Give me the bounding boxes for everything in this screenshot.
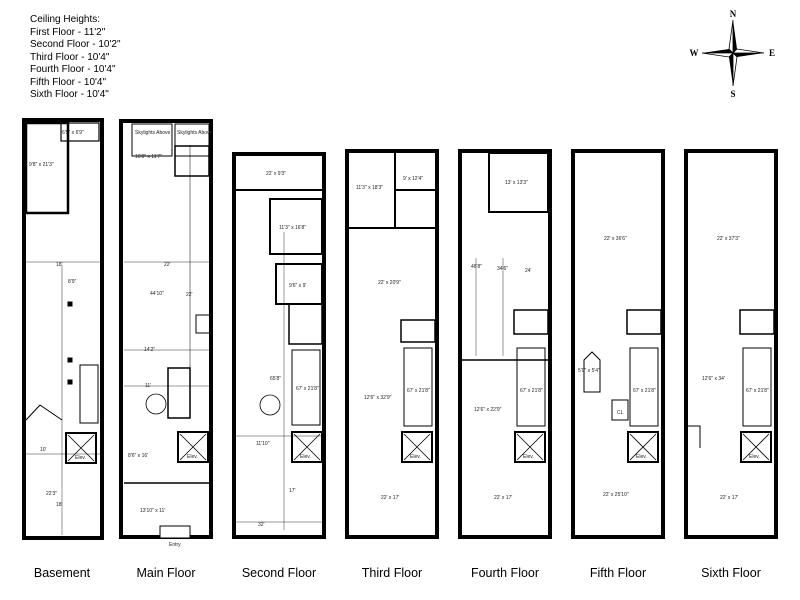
floor-plan-sixth: [684, 149, 778, 539]
floor-plan-basement: [22, 118, 104, 540]
floor-plan-main: [119, 119, 213, 539]
room-dimension: 22' x 25'10": [603, 492, 629, 498]
room-dimension: 44'10": [150, 291, 164, 297]
room-dimension: 8'9": [68, 279, 77, 285]
room-dimension: 22' x 36'6": [604, 236, 627, 242]
room-dimension: 65'8": [270, 376, 281, 382]
room-dimension: 8'6" x 16': [128, 453, 148, 459]
ceiling-height-line: First Floor - 11'2": [30, 26, 106, 38]
room-dimension: 18': [56, 262, 63, 268]
stair-dimension: 67' x 21'8": [520, 388, 543, 394]
room-dimension: 5'9" x 5'4": [578, 368, 600, 374]
skylight-label: Skylights Above: [177, 130, 213, 136]
ceiling-height-line: Second Floor - 10'2": [30, 39, 121, 50]
ceiling-heights-title: Ceiling Heights:: [30, 14, 101, 25]
room-dimension: 22': [186, 292, 193, 298]
room-dimension: 22' x 17': [720, 495, 738, 501]
elevator-label: Elev.: [749, 454, 760, 460]
compass-n: N: [730, 9, 737, 19]
entry-label: Entry: [169, 542, 181, 548]
room-dimension: 9' x 12'4": [403, 176, 423, 182]
room-dimension: 22' x 37'3": [717, 236, 740, 242]
stair-dimension: 67' x 21'8": [633, 388, 656, 394]
floor-plan-fourth: [458, 149, 552, 539]
room-dimension: 34'6": [497, 266, 508, 272]
skylight-label: Skylights Above: [135, 130, 171, 136]
room-dimension: 9'8" x 21'3": [29, 162, 54, 168]
floor-plan-fifth: [571, 149, 665, 539]
room-dimension: 22': [164, 262, 171, 268]
room-dimension: 22' x 9'3": [266, 171, 286, 177]
compass-e: E: [769, 48, 775, 58]
ceiling-height-line: Fifth Floor - 10'4": [30, 76, 107, 88]
ceiling-height-line: Third Floor - 10'4": [30, 51, 110, 63]
room-dimension: 13'10" x 11': [140, 508, 165, 514]
room-dimension: 22' x 17': [381, 495, 399, 501]
floor-label-fourth: Fourth Floor: [470, 566, 540, 580]
room-dimension: 11': [145, 383, 151, 389]
floor-label-basement: Basement: [33, 566, 91, 580]
compass-s: S: [730, 89, 735, 98]
room-dimension: 9'6" x 9': [289, 283, 306, 289]
floor-plan-third: [345, 149, 439, 539]
room-dimension: 22' x 20'9": [378, 280, 401, 286]
floor-label-main: Main Floor: [136, 566, 196, 580]
elevator-label: Elev.: [523, 454, 534, 460]
room-dimension: 32': [258, 522, 265, 528]
stair-dimension: 67' x 21'8": [296, 386, 319, 392]
compass-rose-icon: N S W E: [690, 9, 776, 98]
elevator-label: Elev.: [636, 454, 647, 460]
room-dimension: 6'5" x 6'9": [62, 130, 84, 136]
room-dimension: 11'10": [256, 441, 270, 447]
room-dimension: 14'2": [144, 347, 155, 353]
room-dimension: 11'3" x 18'3": [356, 185, 383, 191]
ceiling-height-line: Sixth Floor - 10'4": [30, 89, 109, 100]
floor-plan-second: [232, 152, 326, 539]
floor-label-fifth: Fifth Floor: [589, 566, 647, 580]
elevator-label: Elev.: [300, 454, 311, 460]
elevator-label: Elev.: [75, 455, 86, 461]
floor-label-sixth: Sixth Floor: [701, 566, 761, 580]
floor-label-second: Second Floor: [241, 566, 317, 580]
room-dimension: 22' x 17': [494, 495, 512, 501]
closet-label: CL: [617, 410, 624, 416]
room-dimension: 10': [40, 447, 47, 453]
ceiling-height-line: Fourth Floor - 10'4": [30, 64, 116, 75]
room-dimension: 11'3" x 16'8": [279, 225, 306, 231]
stair-dimension: 67' x 21'8": [407, 388, 430, 394]
floor-label-third: Third Floor: [361, 566, 423, 580]
room-dimension: 46'8": [471, 264, 482, 270]
compass-w: W: [690, 48, 699, 58]
room-dimension: 17': [289, 488, 296, 494]
room-dimension: 12'6" x 34': [702, 376, 725, 382]
room-dimension: 13' x 13'3": [505, 180, 528, 186]
room-dimension: 24': [525, 268, 532, 274]
stair-dimension: 67' x 21'8": [746, 388, 769, 394]
elevator-label: Elev.: [410, 454, 421, 460]
room-dimension: 18': [56, 502, 63, 508]
ceiling-heights-legend: Ceiling Heights: First Floor - 11'2" Sec…: [30, 14, 121, 102]
room-dimension: 22'3": [46, 491, 57, 497]
room-dimension: 12'6" x 22'9": [474, 407, 502, 413]
room-dimension: 10'8" x 11'7": [135, 154, 162, 160]
elevator-label: Elev.: [187, 454, 198, 460]
room-dimension: 12'6" x 32'9": [364, 395, 392, 401]
